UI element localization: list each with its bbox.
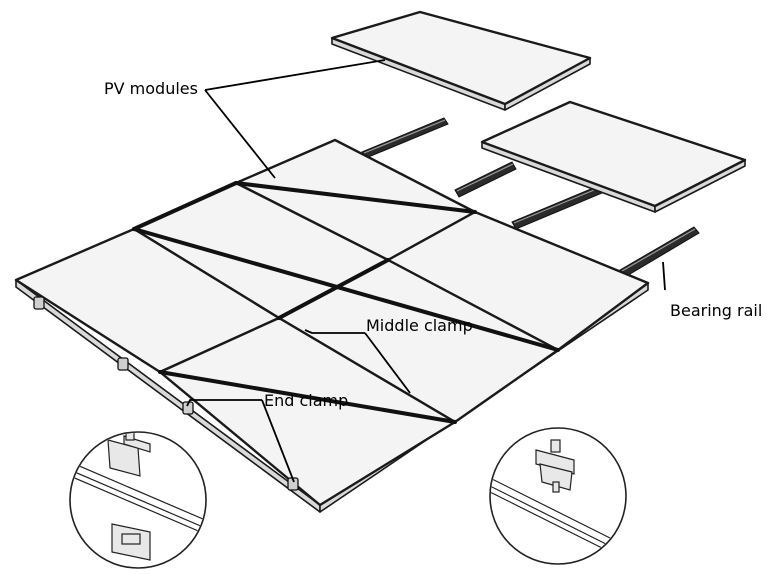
leader-end-clamp-b: [261, 399, 295, 483]
bearing-rail-1: [361, 117, 449, 159]
leader-pv-modules-a: [204, 59, 386, 91]
bearing-rails: [361, 117, 700, 278]
bearing-rail-2: [454, 161, 517, 198]
label-middle-clamp: Middle clamp: [366, 316, 473, 335]
leader-middle-clamp-b: [364, 332, 411, 394]
leader-middle-clamp: [304, 329, 365, 334]
leader-end-clamp: [186, 399, 262, 407]
bearing-rail-3: [511, 185, 603, 230]
end-clamp: [33, 296, 45, 310]
loose-pv-module-1: [330, 10, 592, 111]
label-pv-modules: PV modules: [104, 79, 198, 98]
installed-pv-array: [14, 138, 650, 513]
leader-lines: [186, 59, 666, 483]
loose-pv-module-2: [480, 100, 747, 213]
end-clamp-detail: [69, 431, 207, 569]
end-clamps: [33, 296, 299, 491]
leader-bearing-rail: [662, 261, 666, 291]
label-bearing-rail: Bearing rail: [670, 301, 762, 320]
label-end-clamp: End clamp: [264, 391, 348, 410]
middle-clamp-detail: [489, 427, 627, 565]
end-clamp: [117, 357, 129, 371]
bearing-rail-4: [619, 226, 700, 278]
leader-pv-modules-b: [204, 89, 276, 179]
